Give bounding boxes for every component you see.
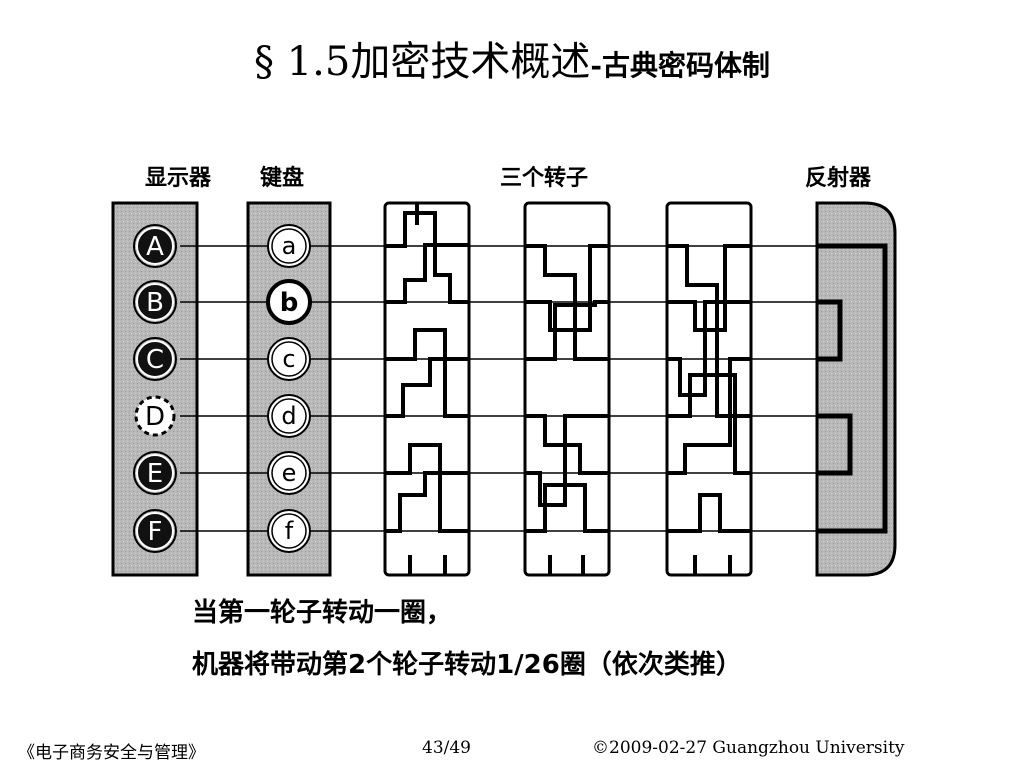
lamp-a: A [133, 224, 177, 268]
svg-text:e: e [282, 459, 297, 487]
label-reflector: 反射器 [805, 165, 872, 191]
rotor-2-wiring [525, 244, 609, 575]
svg-text:c: c [282, 345, 295, 373]
key-e: e [267, 451, 311, 495]
svg-text:D: D [145, 402, 165, 432]
footer-copyright: ©2009-02-27 Guangzhou University [592, 738, 905, 758]
footer-course: 《电子商务安全与管理》 [18, 743, 205, 763]
key-f: f [267, 509, 311, 553]
footer-page-number: 43/49 [422, 738, 471, 758]
slide-title: § 1.5加密技术概述-古典密码体制 [0, 38, 1024, 90]
svg-text:E: E [147, 459, 163, 489]
svg-text:F: F [148, 517, 163, 547]
key-d: d [267, 394, 311, 438]
lamp-e: E [133, 451, 177, 495]
title-sub: -古典密码体制 [590, 49, 770, 82]
rotor-3-wiring [667, 244, 751, 575]
lamp-c: C [133, 337, 177, 381]
lamp-b: B [133, 280, 177, 324]
key-b-pressed: b [266, 279, 312, 325]
svg-text:A: A [146, 232, 164, 262]
rotor-1-wiring [385, 203, 469, 575]
lamp-f: F [133, 509, 177, 553]
reflector-body [815, 201, 897, 577]
keyboard-keys: a b c d e f [266, 224, 312, 553]
display-lamps: A B C D E F [133, 224, 177, 553]
label-keyboard: 键盘 [260, 165, 304, 191]
svg-text:d: d [281, 402, 296, 430]
svg-text:f: f [285, 517, 294, 545]
key-a: a [267, 224, 311, 268]
rotor-2 [523, 201, 611, 577]
key-c: c [267, 337, 311, 381]
svg-text:b: b [280, 288, 299, 318]
title-main: § 1.5加密技术概述 [254, 39, 591, 85]
caption-line-1: 当第一轮子转动一圈， [192, 598, 453, 628]
reflector-wiring [817, 243, 888, 534]
svg-text:a: a [282, 232, 297, 260]
caption-line-2: 机器将带动第2个轮子转动1/26圈（依次类推） [192, 650, 742, 680]
rotor-3 [665, 201, 753, 577]
enigma-diagram: 显示器 键盘 三个转子 反射器 [111, 165, 897, 577]
lamp-d-lit: D [134, 395, 176, 437]
label-rotors: 三个转子 [500, 165, 588, 191]
svg-text:B: B [146, 288, 164, 318]
label-display: 显示器 [145, 166, 212, 191]
svg-text:C: C [146, 345, 164, 375]
